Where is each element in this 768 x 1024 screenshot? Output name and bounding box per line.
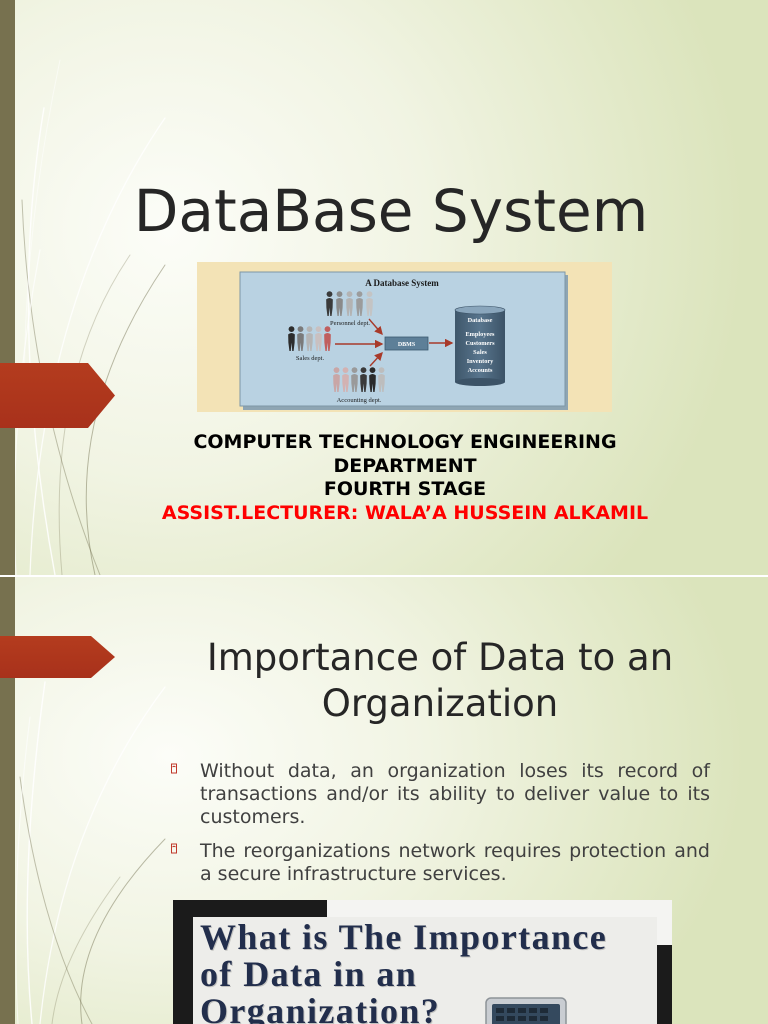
bullet-item: Without data, an organization loses its … (170, 760, 710, 829)
dbms-box: DBMS (384, 336, 429, 351)
sales-label: Sales dept. (296, 355, 325, 362)
slide-title: Importance of Data to an Organization (140, 635, 740, 727)
personnel-label: Personnel dept. (330, 320, 370, 327)
subtitle-block: COMPUTER TECHNOLOGY ENGINEERING DEPARTME… (105, 431, 705, 526)
dbms-label: DBMS (398, 342, 416, 348)
arrow-bullet-icon (171, 843, 177, 853)
bullet-item: The reorganizations network requires pro… (170, 840, 710, 886)
slide-1: DataBase System A Database System (0, 0, 768, 575)
importance-image: What is The Importance of Data in an Org… (173, 900, 672, 1024)
department-line: DEPARTMENT (333, 454, 477, 477)
image-heading: What is The Importance of Data in an Org… (200, 919, 607, 1024)
bullet-text: The reorganizations network requires pro… (200, 839, 710, 885)
database-item: Sales (473, 349, 487, 356)
database-item: Employees (465, 331, 495, 338)
title-line: Importance of Data to an (206, 636, 674, 679)
diagram-title: A Database System (365, 278, 439, 288)
side-bar (0, 0, 15, 575)
bullet-text: Without data, an organization loses its … (200, 759, 710, 828)
department-line: COMPUTER TECHNOLOGY ENGINEERING (193, 431, 617, 453)
database-item: Customers (465, 340, 495, 347)
database-label: Database (468, 317, 493, 324)
frame-left (173, 900, 193, 1024)
database-item: Accounts (468, 367, 493, 374)
laptop-icon (485, 997, 567, 1024)
image-heading-line: Organization? (200, 991, 441, 1024)
database-cylinder-icon: Database Employees Customers Sales Inven… (454, 305, 506, 386)
flow-arrows (335, 318, 454, 367)
image-panel (193, 917, 657, 1024)
arrow-tab-icon (0, 636, 115, 678)
grass-decoration (15, 681, 166, 1024)
slide-2: Importance of Data to an Organization Wi… (0, 577, 768, 1024)
title-line: Organization (321, 682, 559, 725)
slide-title: DataBase System (133, 177, 649, 245)
image-heading-line: What is The Importance (200, 917, 608, 957)
lecturer-line: ASSIST.LECTURER: WALA’A HUSSEIN ALKAMIL (161, 502, 649, 525)
arrow-bullet-icon (171, 763, 177, 773)
frame-right (657, 945, 672, 1024)
stage-line: FOURTH STAGE (323, 478, 487, 501)
arrow-tab-icon (0, 363, 115, 428)
image-heading-line: of Data in an (200, 954, 418, 994)
side-bar (0, 577, 15, 1024)
database-system-diagram: A Database System Personnel dept. Sales … (197, 262, 612, 412)
accounting-label: Accounting dept. (337, 397, 382, 404)
database-item: Inventory (467, 358, 494, 365)
bullet-list: Without data, an organization loses its … (170, 760, 710, 897)
frame-corner (173, 900, 327, 917)
